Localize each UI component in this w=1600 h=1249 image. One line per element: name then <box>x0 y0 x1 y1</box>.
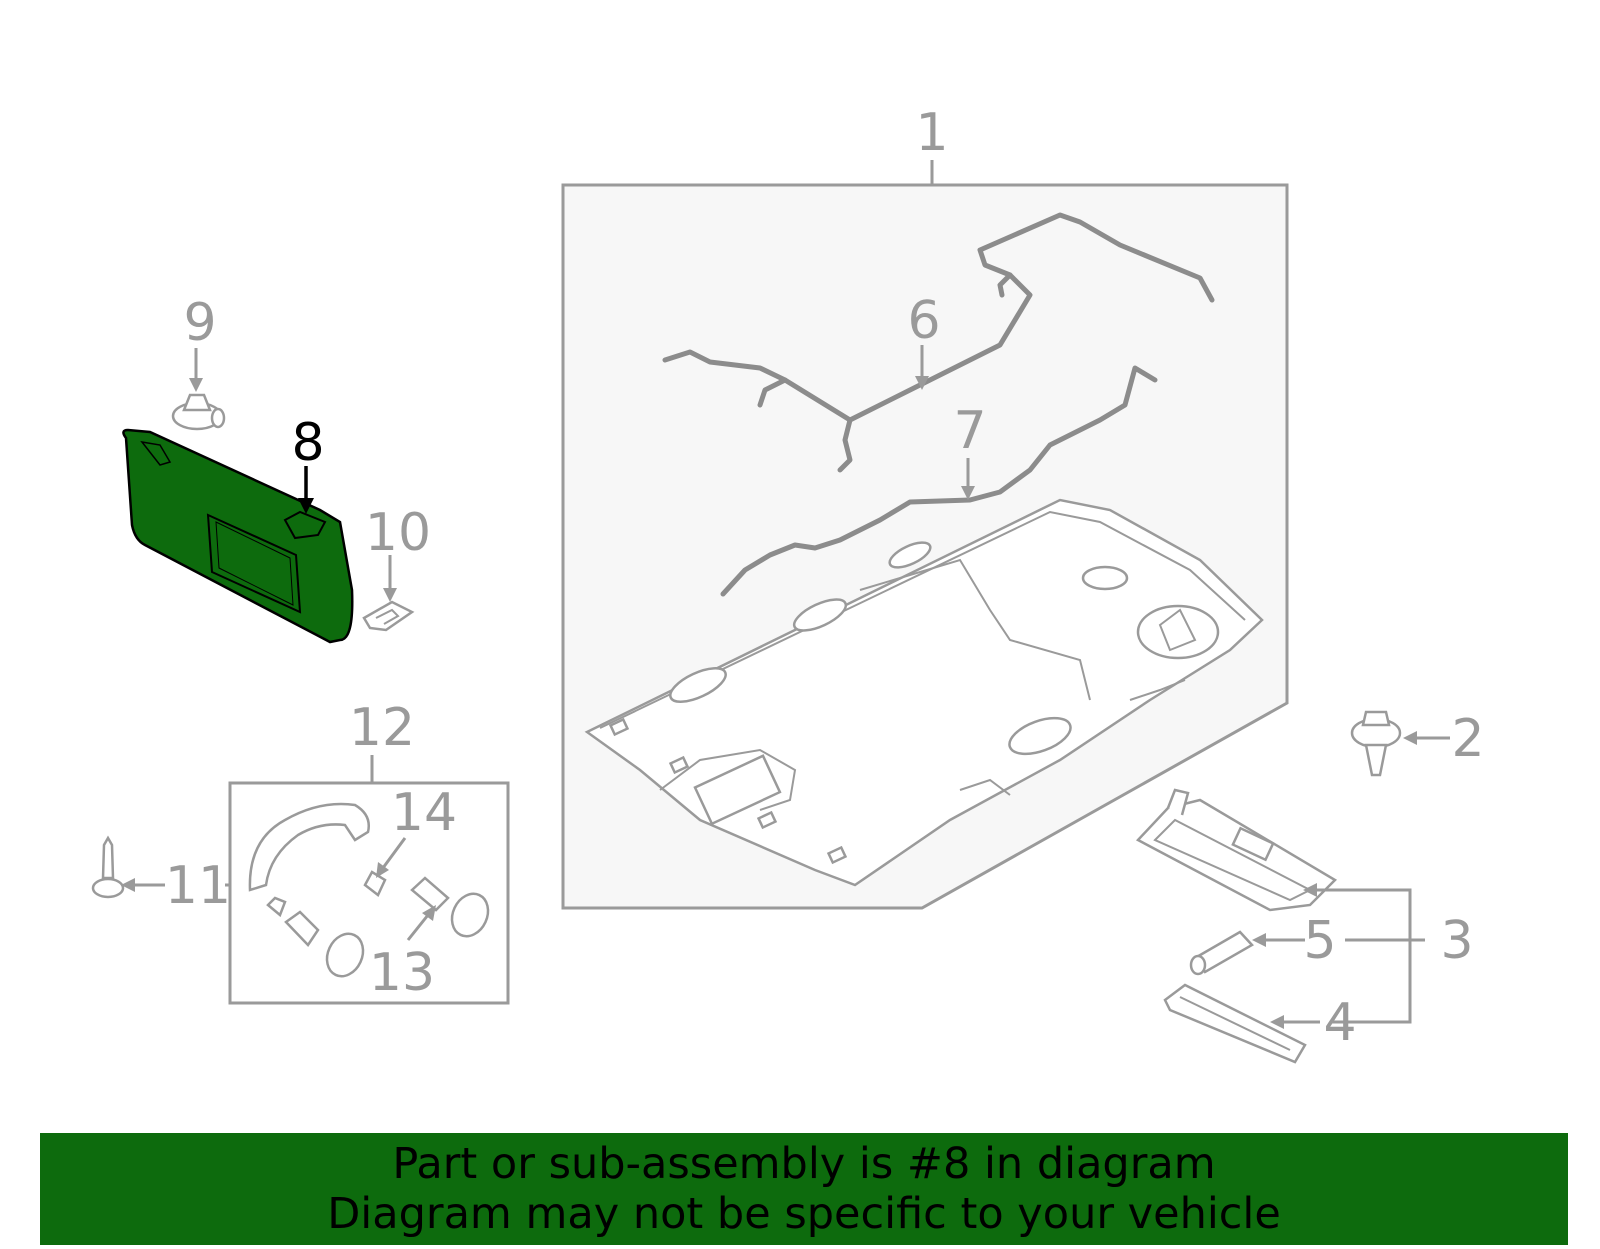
banner-line-1: Part or sub-assembly is #8 in diagram <box>392 1139 1216 1189</box>
part-6-wire-harness[interactable]: 6 <box>662 212 1215 473</box>
callout-12-label: 12 <box>349 698 415 758</box>
callout-9-label: 9 <box>183 293 216 353</box>
banner-line-2: Diagram may not be specific to your vehi… <box>327 1189 1281 1239</box>
headliner-panel <box>584 498 1264 887</box>
callout-14-label: 14 <box>391 783 457 843</box>
callout-1-label: 1 <box>915 103 948 163</box>
callout-8-label: 8 <box>291 413 324 473</box>
part-1-group[interactable]: 1 <box>561 103 1289 910</box>
callout-2-label: 2 <box>1451 709 1484 769</box>
sun-visor-body <box>122 428 354 644</box>
callout-3-label: 3 <box>1440 911 1473 971</box>
callout-11-label: 11 <box>165 856 231 916</box>
callout-4-label: 4 <box>1323 993 1356 1053</box>
part-9-holder[interactable]: 9 <box>171 293 226 431</box>
info-banner: Part or sub-assembly is #8 in diagram Di… <box>40 1133 1568 1245</box>
part-11-screw[interactable]: 11 <box>91 835 231 916</box>
part-12-grab-handle-kit[interactable]: 12 14 13 <box>228 698 510 1005</box>
callout-10-label: 10 <box>365 503 431 563</box>
part-3-dome-lamp[interactable]: 3 <box>1135 788 1474 1024</box>
part-8-sun-visor[interactable]: 8 <box>122 413 354 644</box>
callout-5-label: 5 <box>1303 911 1336 971</box>
callout-13-label: 13 <box>369 943 435 1003</box>
callout-6-label: 6 <box>907 291 940 351</box>
part-7-wire[interactable]: 7 <box>720 365 1158 597</box>
part-5-bulb[interactable]: 5 <box>1189 911 1410 976</box>
callout-3-bracket <box>1311 888 1412 1024</box>
part-2-clip[interactable]: 2 <box>1350 709 1485 777</box>
callout-14-leader <box>378 837 407 873</box>
callout-7-label: 7 <box>953 401 986 461</box>
part-10-hook[interactable]: 10 <box>362 503 431 632</box>
part-4-lens[interactable]: 4 <box>1163 983 1357 1064</box>
